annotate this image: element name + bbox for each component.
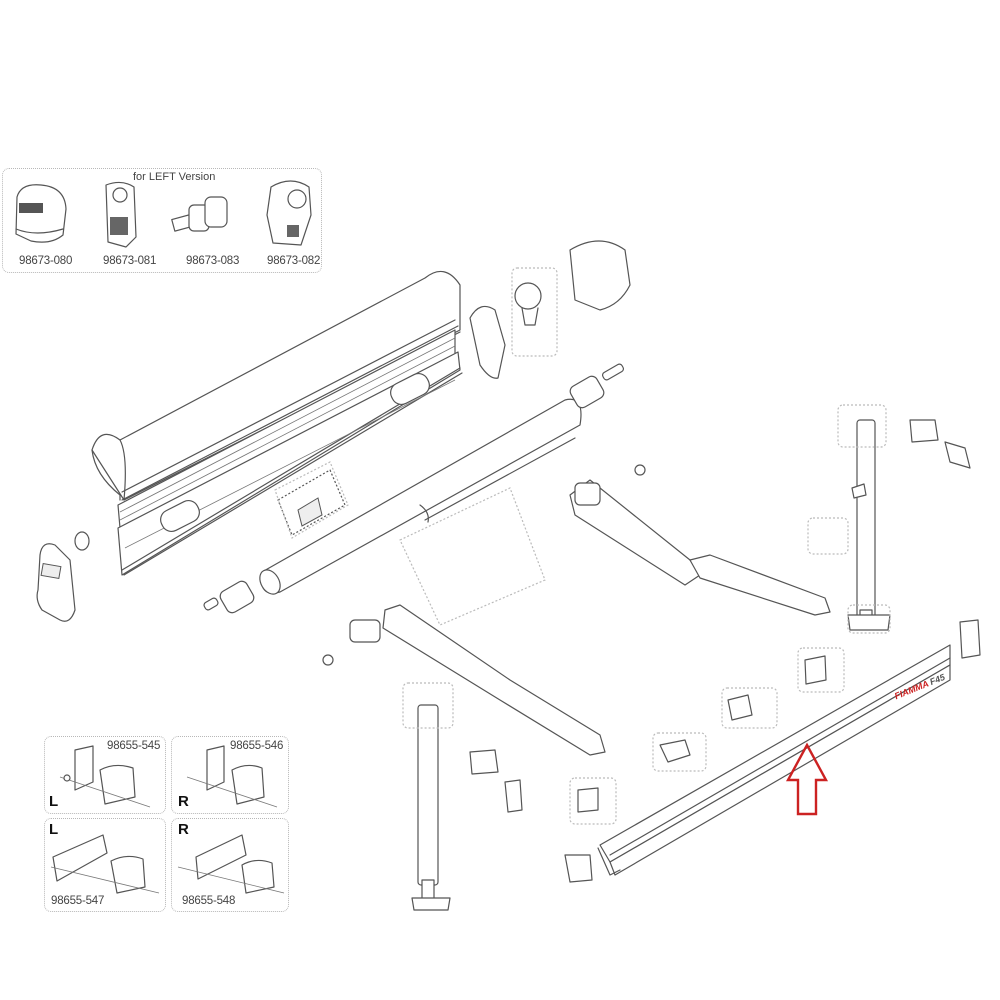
part-number-98673-081: 98673-081	[103, 255, 157, 267]
left-arm-illustration	[322, 604, 606, 756]
right-end-housing-illustration	[469, 240, 631, 379]
side-label-left: L	[49, 793, 59, 810]
mounting-kit-98655-545: 98655-545 L	[44, 736, 166, 814]
side-label-right: R	[178, 821, 189, 838]
end-cap-cover-icon	[15, 184, 67, 243]
part-number-98655-545: 98655-545	[107, 740, 161, 752]
part-number-98673-083: 98673-083	[186, 255, 240, 267]
mounting-kit-98655-548: R 98655-548	[171, 818, 289, 912]
mounting-bracket-icon	[177, 834, 285, 894]
part-number-98673-080: 98673-080	[19, 255, 73, 267]
left-version-parts-box: for LEFT Version 98673-080 98673-081 986…	[2, 168, 322, 273]
side-label-right: R	[178, 793, 189, 810]
end-plate-bracket-icon	[105, 181, 137, 248]
right-arm-illustration	[569, 464, 831, 616]
highlight-arrow-up-icon	[785, 742, 829, 816]
part-number-98655-546: 98655-546	[230, 740, 284, 752]
part-number-98655-547: 98655-547	[51, 895, 105, 907]
awning-case-illustration	[91, 270, 463, 576]
part-number-98673-082: 98673-082	[267, 255, 321, 267]
part-number-98655-548: 98655-548	[182, 895, 236, 907]
front-bar-illustration	[597, 644, 951, 876]
side-label-left: L	[49, 821, 59, 838]
left-leg-illustration	[411, 704, 451, 911]
left-version-title: for LEFT Version	[133, 171, 216, 183]
callout-boxes	[274, 267, 891, 825]
mounting-bracket-icon	[50, 834, 160, 894]
roller-plug-icon	[171, 196, 228, 232]
right-leg-illustration	[847, 419, 891, 631]
left-end-cap-illustration	[36, 531, 90, 622]
roller-tube-illustration	[203, 363, 625, 614]
mounting-bracket-icon	[59, 745, 151, 808]
mounting-kit-98655-547: L 98655-547	[44, 818, 166, 912]
small-clips-illustration	[469, 419, 981, 883]
end-housing-icon	[266, 180, 312, 246]
mounting-kit-98655-546: 98655-546 R	[171, 736, 289, 814]
mounting-bracket-icon	[186, 745, 278, 808]
